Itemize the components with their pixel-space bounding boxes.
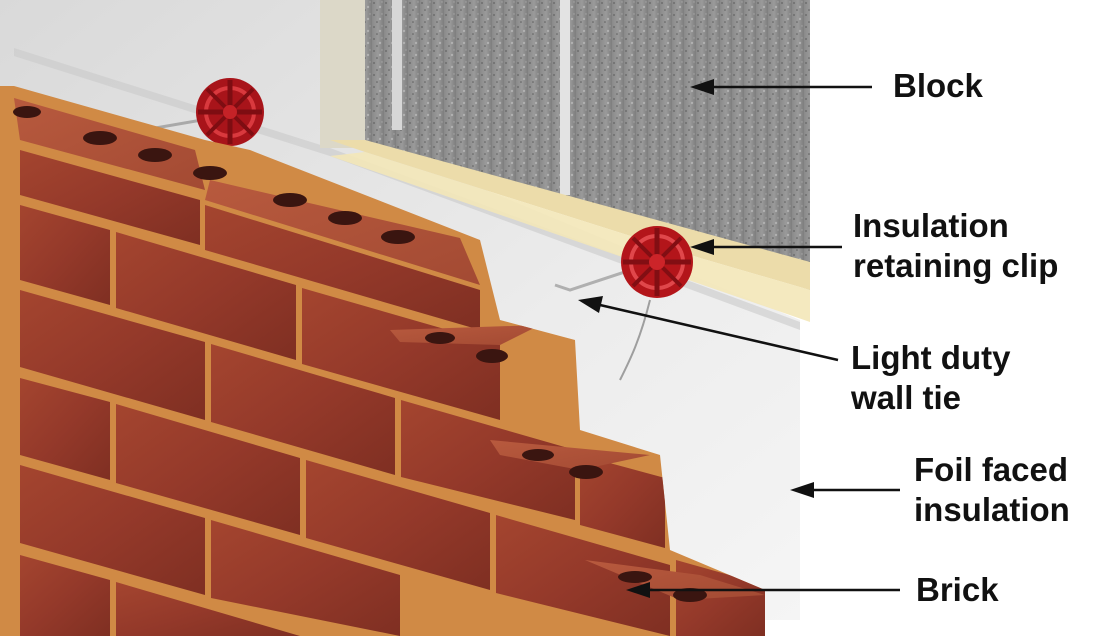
label-wall-tie: Light duty wall tie (851, 338, 1010, 418)
label-foil-line2: insulation (914, 491, 1070, 528)
arrow-block (690, 79, 872, 95)
label-brick: Brick (916, 570, 999, 610)
arrow-foil-insulation (790, 482, 900, 498)
insulation-clip-upper (196, 78, 264, 146)
label-foil-insulation: Foil faced insulation (914, 450, 1070, 530)
label-clip-line1: Insulation (853, 207, 1009, 244)
arrow-insulation-clip (690, 239, 842, 255)
label-tie-line1: Light duty (851, 339, 1011, 376)
label-tie-line2: wall tie (851, 379, 962, 416)
label-block-text: Block (893, 67, 983, 104)
label-block: Block (893, 66, 983, 106)
label-insulation-clip: Insulation retaining clip (853, 206, 1058, 286)
label-clip-line2: retaining clip (853, 247, 1059, 284)
arrow-wall-tie (578, 296, 839, 362)
arrow-brick (626, 582, 900, 598)
label-brick-text: Brick (916, 571, 999, 608)
leader-arrows (578, 79, 900, 598)
label-foil-line1: Foil faced (914, 451, 1069, 488)
insulation-clip-lower (621, 226, 693, 298)
